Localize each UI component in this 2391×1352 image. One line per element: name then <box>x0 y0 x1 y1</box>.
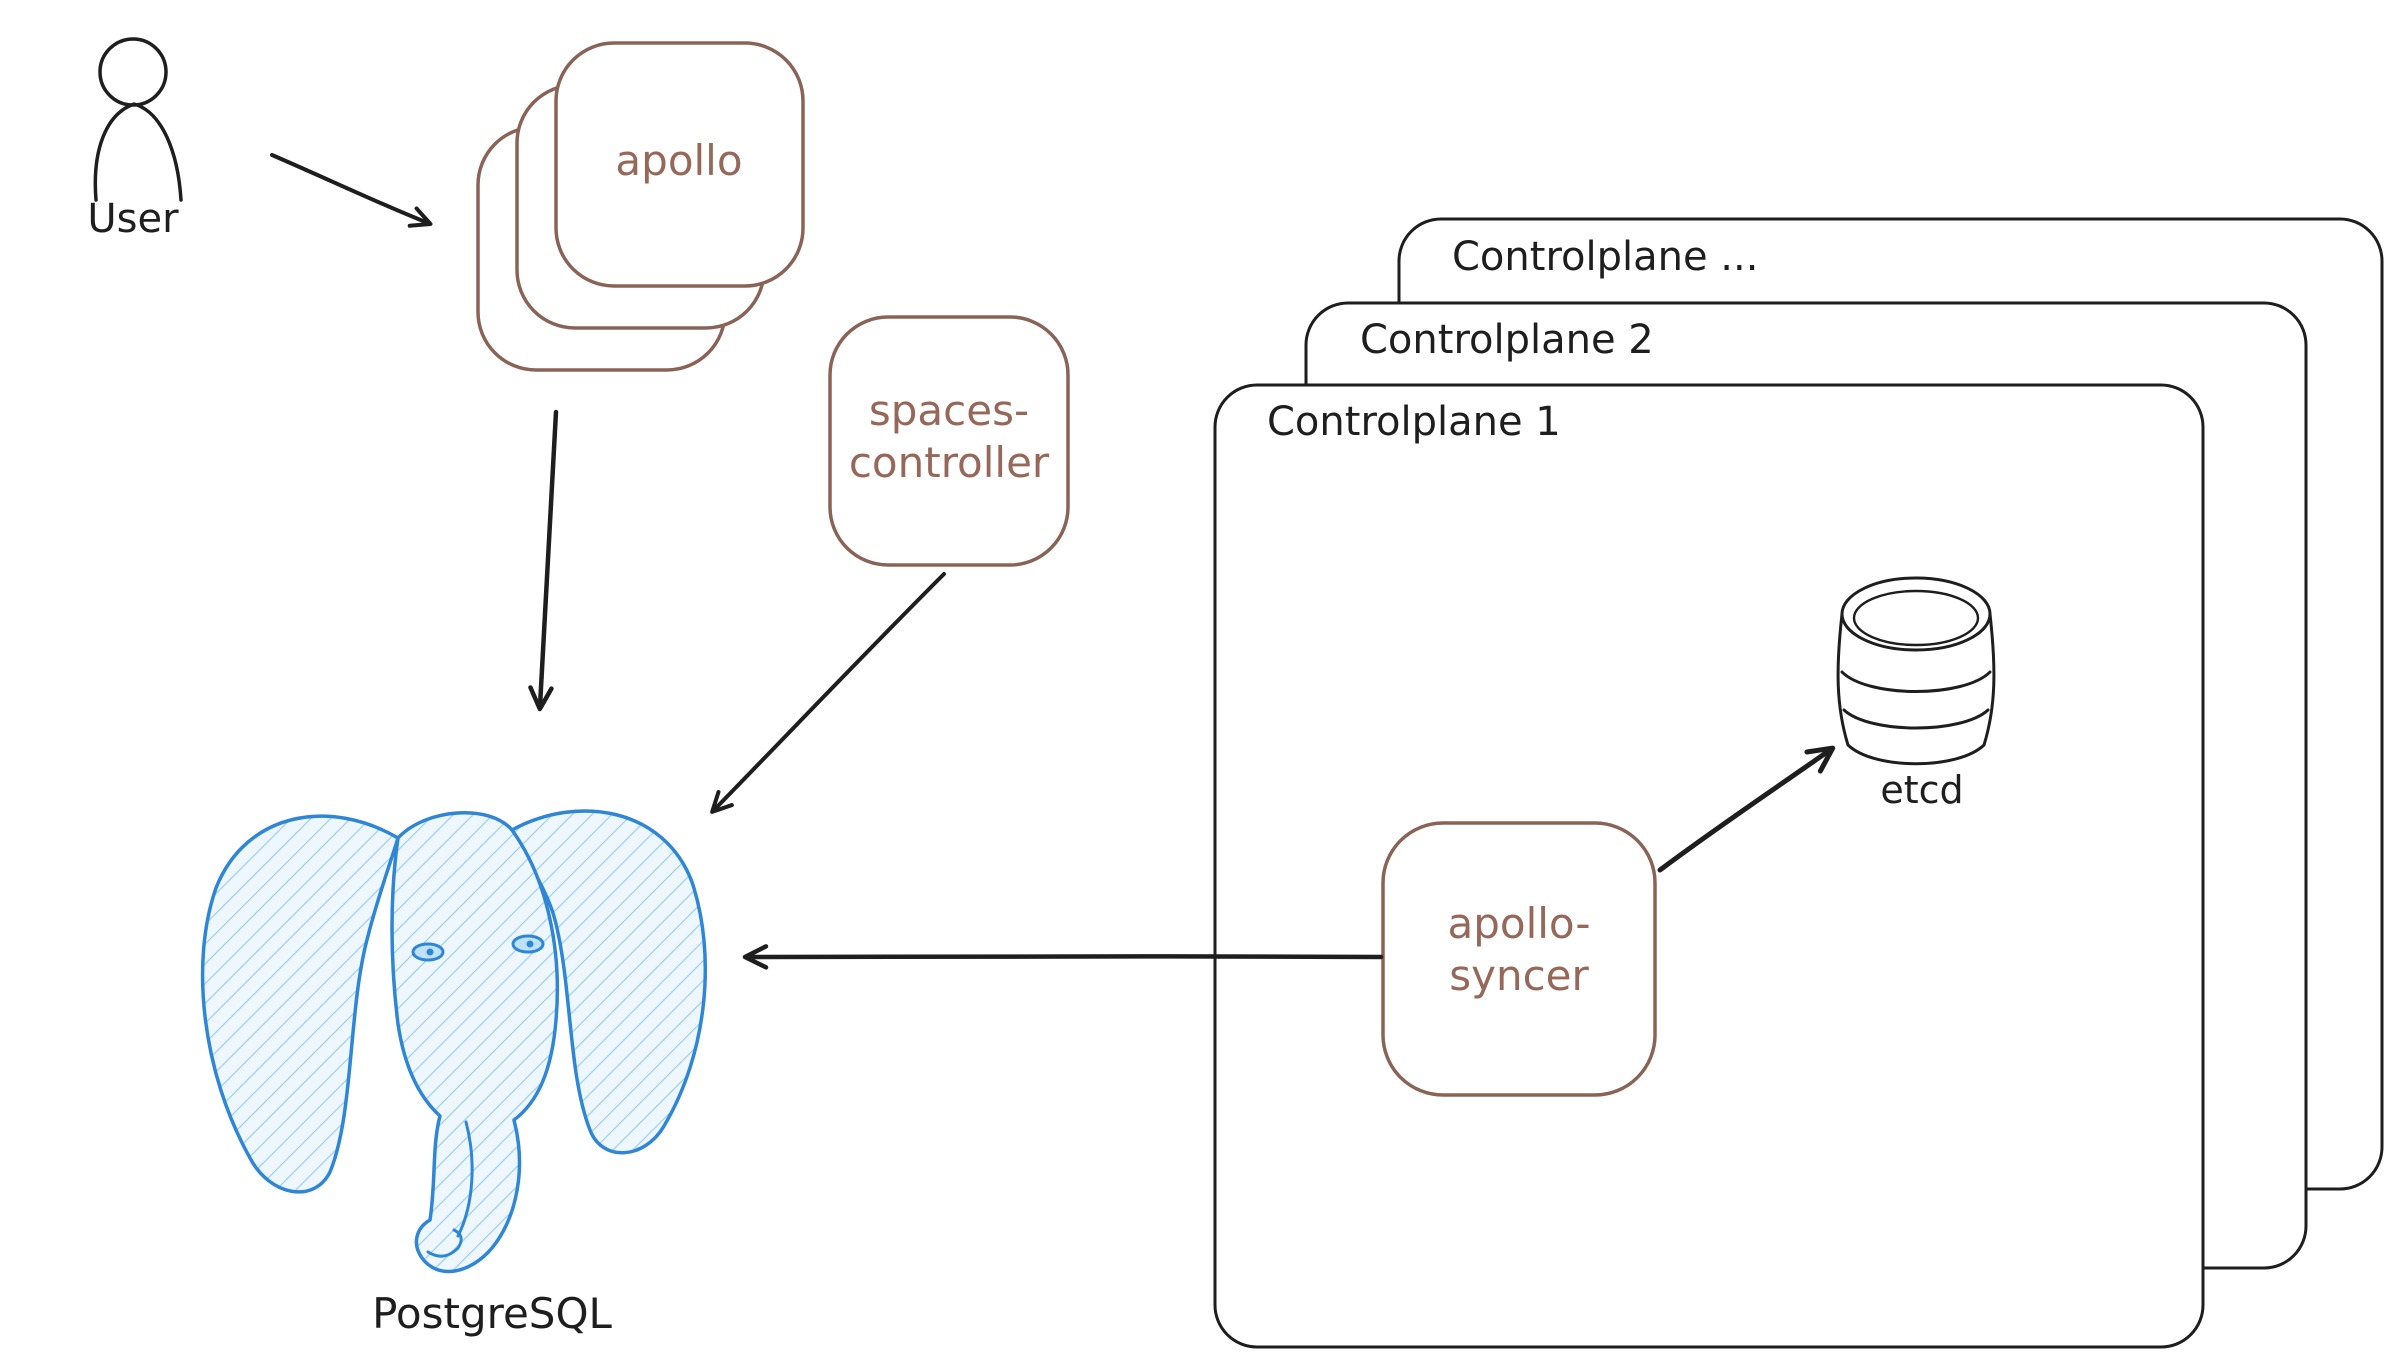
controlplane-stack: Controlplane ... Controlplane 2 Controlp… <box>1213 217 2384 1349</box>
postgresql-label: PostgreSQL <box>372 1289 612 1338</box>
apollo-syncer-box <box>1381 821 1657 1097</box>
apollo-syncer-label-line1: apollo- <box>1447 899 1590 948</box>
elephant-left-pupil <box>426 948 434 956</box>
user-node: User <box>87 37 183 242</box>
database-icon <box>1836 576 1996 766</box>
etcd-node: etcd <box>1836 576 1996 812</box>
controlplane-3-label: Controlplane ... <box>1452 234 1758 280</box>
spaces-controller-box <box>828 315 1070 567</box>
apollo-label: apollo <box>615 136 742 185</box>
elephant-right-ear <box>510 809 708 1155</box>
elephant-right-pupil <box>526 940 534 948</box>
spaces-controller-label-line1: spaces- <box>869 386 1029 435</box>
elephant-left-ear <box>200 814 400 1194</box>
arrow-apollo-syncer-to-etcd <box>1657 745 1836 873</box>
controlplane-1-box <box>1213 383 2205 1349</box>
apollo-card-front <box>554 41 805 288</box>
apollo-syncer-node: apollo- syncer <box>1381 821 1657 1097</box>
controlplane-2-label: Controlplane 2 <box>1360 317 1654 363</box>
user-label: User <box>87 196 179 242</box>
arrow-spaces-controller-to-postgresql <box>710 572 946 814</box>
elephant-trunk-curl <box>426 1228 463 1258</box>
elephant-trunk-line <box>456 1120 474 1238</box>
arrow-apollo-to-postgresql <box>528 409 559 712</box>
arrow-apollo-syncer-to-postgresql <box>742 944 1384 970</box>
apollo-syncer-label-line2: syncer <box>1449 951 1589 1000</box>
apollo-node: apollo <box>476 41 805 372</box>
spaces-controller-label-line2: controller <box>849 438 1050 487</box>
postgresql-node: PostgreSQL <box>200 809 708 1338</box>
controlplane-1-label: Controlplane 1 <box>1267 399 1561 445</box>
spaces-controller-node: spaces- controller <box>828 315 1070 567</box>
user-icon <box>93 37 183 202</box>
postgresql-elephant-icon <box>200 809 708 1274</box>
arrow-user-to-apollo <box>270 153 433 228</box>
elephant-face-trunk <box>390 811 560 1274</box>
etcd-label: etcd <box>1880 768 1963 812</box>
